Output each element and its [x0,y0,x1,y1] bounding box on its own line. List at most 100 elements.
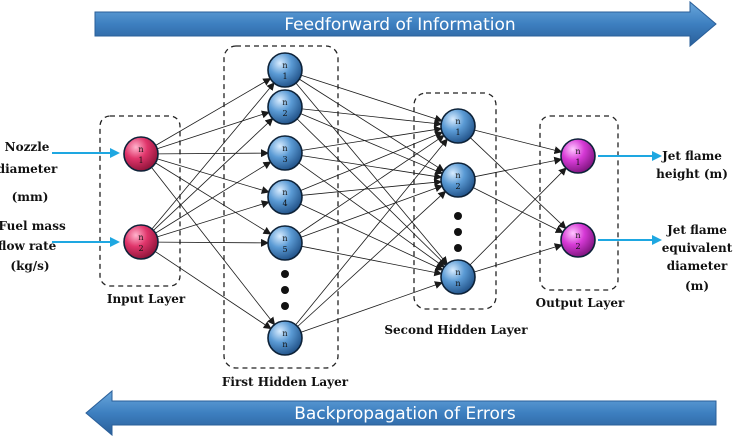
connection-line [300,203,444,271]
output-layer-box [539,115,619,291]
first-hidden-layer-box [223,45,339,369]
input-label-line: (mm) [12,190,49,204]
input-label-1: Nozzle diameter (mm) [0,140,58,204]
output-label-line: equivalent [662,241,733,255]
node-index: 2 [455,182,460,191]
connection-line [299,78,445,172]
input-node-2: n2 [123,224,159,260]
connection-line [301,74,443,123]
hidden1-node-1: n1 [267,52,303,88]
node-circle [267,320,303,356]
connection-line [469,167,567,266]
output-node-2: n2 [560,222,596,258]
node-index: 2 [282,109,287,118]
connections [151,74,567,333]
connection-line [155,78,272,146]
node-circle [440,108,476,144]
connection-line [297,190,447,327]
connection-line [474,243,563,273]
output-arrows [598,151,662,245]
node-prefix: n [282,188,287,197]
node-index: n [455,279,460,288]
node-prefix: n [282,234,287,243]
hidden1-node-3: n3 [267,135,303,171]
input-arrows [52,148,120,247]
connection-line [301,178,443,196]
connection-line [301,108,443,128]
connection-line [474,129,563,155]
node-prefix: n [282,329,287,338]
node-index: 1 [575,158,580,167]
input-label-line: Nozzle [5,140,50,154]
connection-line [474,156,563,178]
node-circle [123,224,159,260]
output-label-line: diameter [667,259,728,273]
ellipsis-dot [281,286,289,294]
node-index: 2 [575,242,580,251]
connection-line [473,187,564,233]
node-circle [560,222,596,258]
node-prefix: n [138,233,143,242]
hidden2-node-n: nn [440,259,476,295]
node-circle [267,52,303,88]
connection-line [296,118,447,266]
connection-line [157,238,269,247]
node-index: 1 [138,156,143,165]
node-circle [440,162,476,198]
second-hidden-ellipsis [454,212,462,252]
input-label-line: diameter [0,162,58,176]
connection-line [300,113,444,175]
connection-line [300,184,443,238]
node-index: 5 [282,245,287,254]
backpropagation-arrow: Backpropagation of Errors [85,389,717,437]
connection-line [295,138,448,326]
backpropagation-arrow-shape [85,389,717,437]
node-prefix: n [282,98,287,107]
connection-line [298,162,446,268]
connection-line [157,110,270,150]
second-hidden-layer-box [413,92,497,310]
connection-line [155,161,272,234]
output-label-line: height (m) [656,167,728,181]
output-label-line: Jet flame [661,149,722,163]
connection-line [295,82,448,265]
output-layer-label: Output Layer [536,296,625,310]
node-circle [267,135,303,171]
ellipsis-dot [454,228,462,236]
hidden1-node-2: n2 [267,89,303,125]
connection-line [300,281,443,333]
feedforward-label: Feedforward of Information [284,15,515,35]
node-prefix: n [575,147,580,156]
output-label-1: Jet flame height (m) [656,149,728,181]
hidden2-node-1: n1 [440,108,476,144]
node-circle [267,89,303,125]
output-label-2: Jet flame equivalent diameter (m) [662,223,733,293]
hidden1-node-5: n5 [267,225,303,261]
input-label-line: (kg/s) [10,259,49,273]
node-circle [440,259,476,295]
feedforward-arrow-shape [94,0,717,48]
connection-line [470,137,567,229]
output-label-line: (m) [685,279,709,293]
connection-line [301,125,443,151]
input-node-1: n1 [123,136,159,172]
connection-line [298,134,445,234]
second-hidden-layer-label: Second Hidden Layer [384,323,528,337]
input-label-line: flow rate [0,239,57,253]
connection-line [300,131,444,191]
node-circle [560,138,596,174]
input-label-line: Fuel mass [0,219,66,233]
node-prefix: n [282,61,287,70]
connection-line [151,167,276,326]
node-circle [267,225,303,261]
first-hidden-layer-label: First Hidden Layer [222,375,349,389]
backpropagation-label: Backpropagation of Errors [294,404,516,424]
node-prefix: n [575,231,580,240]
node-prefix: n [455,268,460,277]
node-prefix: n [282,144,287,153]
node-index: 4 [282,199,287,208]
node-index: 2 [138,244,143,253]
connection-line [154,251,272,330]
node-index: n [282,340,287,349]
